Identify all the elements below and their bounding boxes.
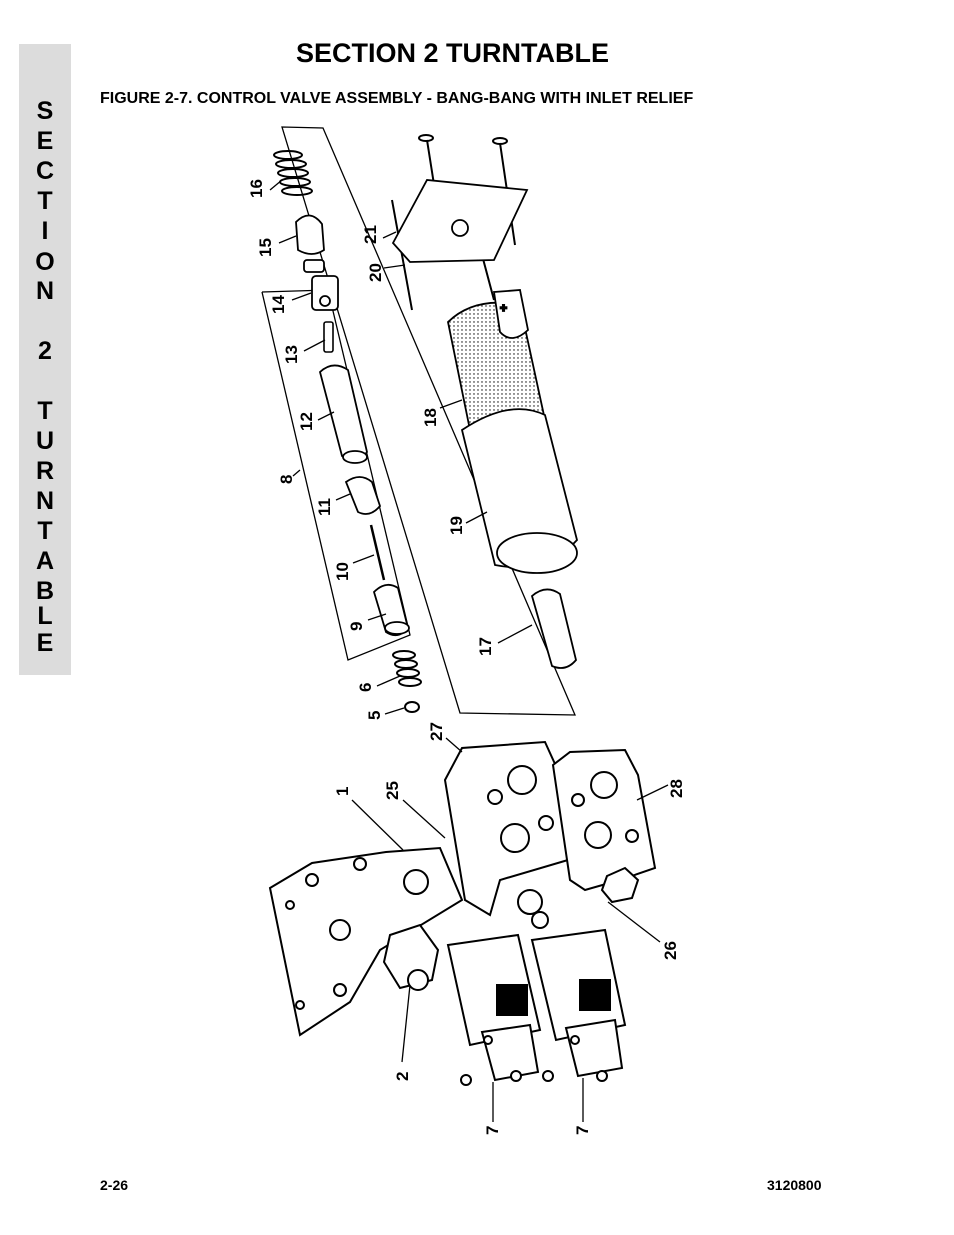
sleeve-12	[318, 364, 368, 464]
seat-14	[303, 259, 339, 311]
callout: 14	[269, 295, 288, 314]
callout: 17	[476, 637, 495, 656]
callout: 6	[356, 683, 375, 692]
callout: 16	[247, 179, 266, 198]
spring-16	[273, 150, 313, 196]
nut	[531, 911, 549, 929]
callout: 7	[573, 1126, 592, 1135]
side-tab-letter: T	[37, 517, 53, 545]
spring-6	[392, 650, 422, 687]
callout: 9	[347, 622, 366, 631]
figure-caption: FIGURE 2-7. CONTROL VALVE ASSEMBLY - BAN…	[100, 90, 694, 107]
svg-text:+: +	[500, 301, 507, 315]
side-tab-letter: A	[35, 547, 55, 575]
side-tab-letter: B	[35, 577, 55, 605]
plug-26	[600, 866, 640, 904]
subassembly-frame	[281, 126, 576, 716]
rod-10	[369, 524, 386, 581]
section-title: SECTION 2 TURNTABLE	[296, 38, 610, 68]
side-tab-letter: I	[41, 217, 49, 245]
side-tab-letter: E	[36, 127, 54, 155]
callout-numbers: 16 15 14 13 12 8 11 10 9 6 5 21 20 18 19…	[247, 179, 686, 1135]
callout: 8	[277, 475, 296, 484]
coil-18: +	[447, 289, 547, 434]
callout: 28	[667, 779, 686, 798]
side-tab-letter: N	[35, 487, 55, 515]
page-number: 2-26	[100, 1177, 129, 1193]
nut	[517, 889, 543, 915]
side-tab-letter: S	[36, 97, 54, 125]
callout: 7	[483, 1126, 502, 1135]
callout: 26	[661, 941, 680, 960]
side-tab-letter: R	[35, 457, 55, 485]
valve-section-27	[443, 740, 570, 917]
section-side-tab: S E C T I O N 2 T U R N T A B L E	[19, 44, 71, 675]
callout: 21	[361, 225, 380, 244]
callout: 27	[427, 722, 446, 741]
side-tab-letter: O	[35, 248, 55, 276]
valve-section-28	[551, 748, 657, 892]
callout: 5	[365, 711, 384, 720]
side-tab-letter: T	[37, 397, 53, 425]
callout: 19	[447, 516, 466, 535]
solenoid-actuator-7	[446, 933, 542, 1086]
side-tab-letter: 2	[38, 337, 52, 365]
callout: 12	[297, 412, 316, 431]
side-tab-letter: C	[35, 157, 55, 185]
fitting-2	[382, 923, 440, 991]
pin-13	[323, 321, 334, 353]
document-number: 3120800	[767, 1177, 822, 1193]
mounting-bracket-1	[268, 846, 464, 1037]
poppet-15	[295, 214, 325, 255]
cartridge-body-9	[372, 583, 410, 637]
callout: 10	[333, 562, 352, 581]
leader-lines	[269, 179, 669, 1122]
callout: 20	[366, 263, 385, 282]
callout: 15	[256, 238, 275, 257]
callout: 11	[315, 498, 334, 516]
side-tab-letter: T	[37, 187, 53, 215]
callout: 18	[421, 408, 440, 427]
side-tab-letter: L	[37, 602, 53, 630]
coil-bracket-plate	[391, 179, 529, 263]
side-tab-letter: E	[36, 629, 54, 657]
coil-sleeve-19	[460, 408, 578, 574]
side-tab-letter: N	[35, 277, 55, 305]
o-ring-5	[404, 701, 420, 713]
callout: 1	[333, 787, 352, 796]
side-tab-letter: U	[35, 427, 55, 455]
callout: 25	[383, 781, 402, 800]
cartridge-bracket	[261, 289, 411, 661]
callout: 2	[393, 1072, 412, 1081]
solenoid-actuator-7	[530, 928, 627, 1082]
callout: 13	[282, 345, 301, 364]
spool-11	[344, 476, 382, 515]
plunger-17	[530, 588, 577, 669]
